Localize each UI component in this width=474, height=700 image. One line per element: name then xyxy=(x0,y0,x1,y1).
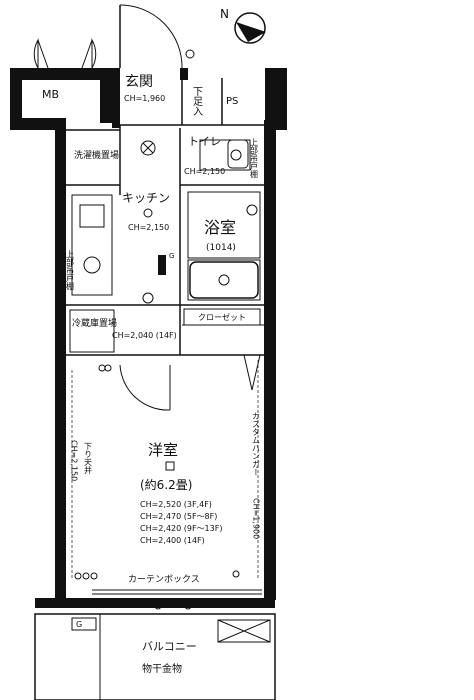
balcony-g-label: G xyxy=(76,620,82,629)
corridor-ch: CH=2,040 (14F) xyxy=(112,331,177,340)
balcony-area xyxy=(34,589,276,700)
western-room-label: 洋室 xyxy=(148,441,178,459)
shoe-box-label: 下足入 xyxy=(191,86,203,116)
closet-label: クローゼット xyxy=(198,312,246,322)
kitchen-cabinet-label: 上部吊戸棚 xyxy=(66,250,75,291)
interior-walls xyxy=(66,78,264,580)
bathtub-fixture xyxy=(189,204,259,299)
mb-label: MB xyxy=(42,88,59,101)
toilet-ch: CH=2,150 xyxy=(184,167,225,176)
kitchen-g-label: G xyxy=(169,252,174,260)
kitchen-label: キッチン xyxy=(122,191,170,205)
curtain-box-label: カーテンボックス xyxy=(128,574,200,585)
western-ch-1: CH=2,520 (3F,4F) xyxy=(140,500,212,509)
drying-rack-label: 物干金物 xyxy=(142,662,182,675)
svg-text:N: N xyxy=(220,7,229,21)
right-ch-label: CH=1,900 xyxy=(252,498,261,539)
lowered-ceiling-label: 下り天井 xyxy=(84,442,93,475)
curtain-hanger-label: カスタムハンガー xyxy=(252,412,261,476)
outer-walls xyxy=(10,68,287,608)
compass-north-icon: N xyxy=(220,7,266,44)
bath-size: (1014) xyxy=(206,243,236,253)
kitchen-fixtures xyxy=(79,140,166,304)
ps-label: PS xyxy=(226,96,238,107)
toilet-fixture xyxy=(227,139,249,169)
kitchen-ch: CH=2,150 xyxy=(128,223,169,232)
outlet-markers xyxy=(74,364,240,610)
entrance-ch: CH=1,960 xyxy=(124,94,165,103)
mb-doors xyxy=(33,38,97,69)
laundry-label: 洗濯機置場 xyxy=(74,149,119,161)
entrance-door xyxy=(119,4,195,69)
left-ch-label: CH=2,150 xyxy=(70,440,79,481)
entrance-label: 玄関 xyxy=(125,73,153,90)
western-ch-2: CH=2,470 (5F〜8F) xyxy=(140,512,217,521)
western-ch-4: CH=2,400 (14F) xyxy=(140,536,205,545)
western-room-size: (約6.2畳) xyxy=(140,477,192,492)
toilet-cabinet-label: 上部吊戸棚 xyxy=(250,138,259,179)
room-marker xyxy=(165,461,175,471)
toilet-label: トイレ xyxy=(188,135,221,148)
fridge-label: 冷蔵庫置場 xyxy=(72,317,117,329)
western-ch-3: CH=2,420 (9F〜13F) xyxy=(140,524,222,533)
bath-label: 浴室 xyxy=(204,218,236,237)
balcony-label: バルコニー xyxy=(142,640,197,653)
